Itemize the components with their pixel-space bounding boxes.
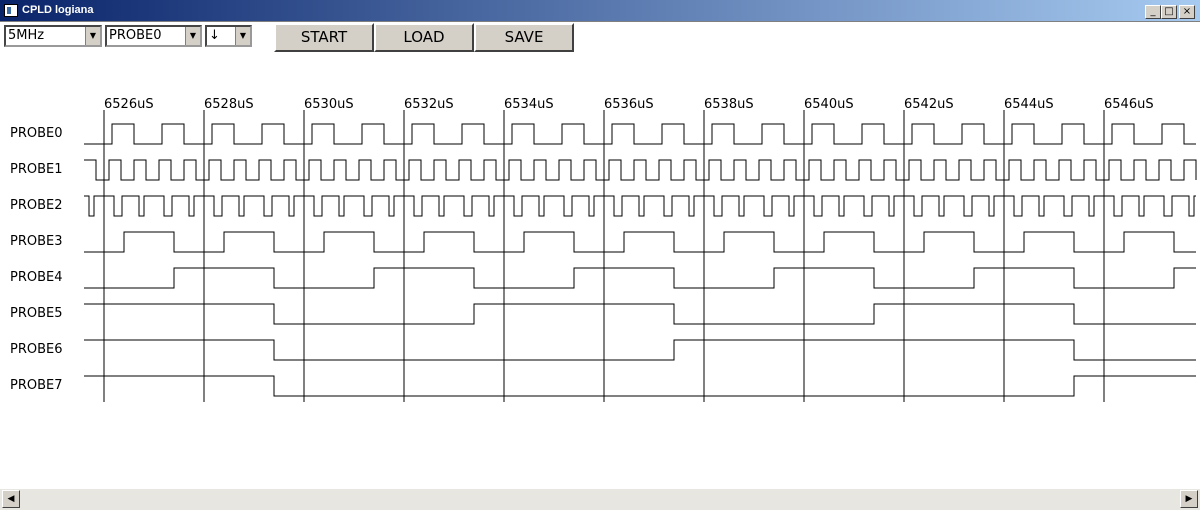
time-tick-label: 6546uS	[1104, 97, 1154, 112]
maximize-button[interactable]: □	[1161, 5, 1177, 19]
time-tick-label: 6542uS	[904, 97, 954, 112]
frequency-select[interactable]: 5MHz ▼	[4, 25, 102, 47]
close-button[interactable]: ×	[1179, 5, 1195, 19]
time-tick-label: 6540uS	[804, 97, 854, 112]
channel-label: PROBE7	[10, 378, 63, 393]
trigger-edge-select[interactable]: ↓ ▼	[205, 25, 252, 47]
chevron-down-icon[interactable]: ▼	[185, 27, 200, 45]
channel-label: PROBE4	[10, 270, 63, 285]
trigger-probe-value: PROBE0	[109, 28, 162, 43]
channel-waveform	[84, 267, 1196, 289]
load-button[interactable]: LOAD	[374, 23, 474, 52]
time-tick-label: 6538uS	[704, 97, 754, 112]
minimize-icon: _	[1150, 6, 1156, 17]
arrow-right-icon: ▶	[1185, 494, 1193, 504]
time-tick-label: 6532uS	[404, 97, 454, 112]
channel-label: PROBE5	[10, 306, 63, 321]
title-bar: CPLD logiana _ □ ×	[0, 0, 1200, 22]
channel-waveform	[84, 339, 1196, 361]
save-button[interactable]: SAVE	[474, 23, 574, 52]
time-tick-label: 6526uS	[104, 97, 154, 112]
time-tick-label: 6534uS	[504, 97, 554, 112]
time-tick-label: 6528uS	[204, 97, 254, 112]
trigger-edge-value: ↓	[209, 28, 220, 43]
frequency-value: 5MHz	[8, 28, 45, 43]
maximize-icon: □	[1164, 6, 1174, 17]
time-tick-label: 6536uS	[604, 97, 654, 112]
channel-waveform	[84, 303, 1196, 325]
channel-waveform	[84, 231, 1196, 253]
channel-waveform	[84, 195, 1196, 217]
trigger-probe-select[interactable]: PROBE0 ▼	[105, 25, 202, 47]
chevron-down-icon[interactable]: ▼	[235, 27, 250, 45]
channel-waveform	[84, 159, 1197, 181]
close-icon: ×	[1182, 6, 1192, 17]
horizontal-scrollbar[interactable]: ◀ ▶	[0, 489, 1200, 510]
channel-label: PROBE0	[10, 126, 63, 141]
channel-label: PROBE3	[10, 234, 63, 249]
time-tick-label: 6530uS	[304, 97, 354, 112]
app-icon[interactable]	[4, 4, 18, 17]
channel-waveform	[84, 375, 1196, 397]
channel-label: PROBE1	[10, 162, 63, 177]
arrow-left-icon: ◀	[7, 494, 15, 504]
scroll-left-button[interactable]: ◀	[2, 490, 20, 508]
start-button[interactable]: START	[274, 23, 374, 52]
time-tick-label: 6544uS	[1004, 97, 1054, 112]
window-title: CPLD logiana	[22, 4, 94, 16]
waveform-display: 6526uS 6528uS 6530uS 6532uS 6534uS 6536uS 6538…	[10, 97, 1197, 402]
scroll-right-button[interactable]: ▶	[1180, 490, 1198, 508]
channel-label: PROBE2	[10, 198, 63, 213]
channel-waveform	[84, 123, 1196, 145]
minimize-button[interactable]: _	[1145, 5, 1161, 19]
chevron-down-icon[interactable]: ▼	[85, 27, 100, 45]
channel-label: PROBE6	[10, 342, 63, 357]
